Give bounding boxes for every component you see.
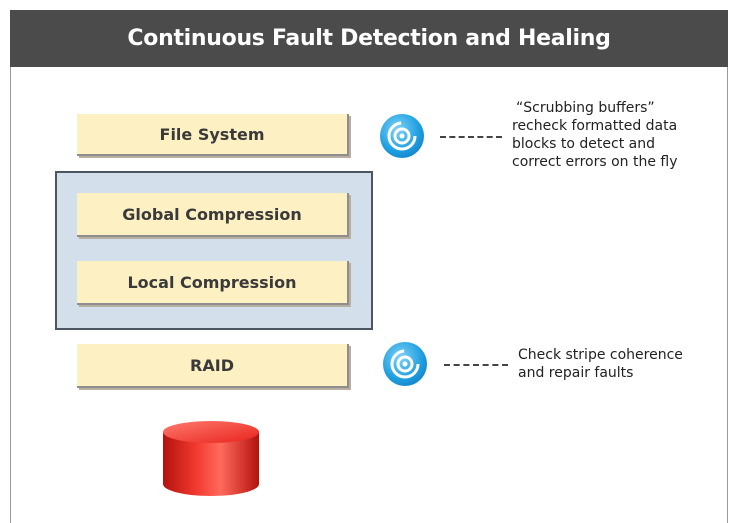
- scrubbing-connector: [440, 136, 502, 138]
- global-compression-label: Global Compression: [122, 204, 302, 224]
- diagram-frame: [10, 10, 728, 523]
- diagram-title: Continuous Fault Detection and Healing: [10, 10, 728, 67]
- raid-note-line-2: and repair faults: [518, 365, 634, 381]
- global-compression-layer: Global Compression: [77, 193, 349, 237]
- scrubbing-note: “Scrubbing buffers” recheck formatted da…: [512, 99, 722, 171]
- scrubbing-note-line-3: blocks to detect and: [512, 136, 655, 152]
- disk-cylinder-icon: [163, 421, 259, 496]
- local-compression-layer: Local Compression: [77, 261, 349, 305]
- raid-label: RAID: [190, 355, 234, 375]
- raid-connector: [444, 364, 508, 366]
- file-system-label: File System: [159, 124, 265, 144]
- file-system-layer: File System: [77, 114, 349, 156]
- raid-layer: RAID: [77, 344, 349, 388]
- scrubbing-note-line-1: “Scrubbing buffers”: [516, 100, 655, 116]
- scrubbing-note-line-4: correct errors on the fly: [512, 154, 678, 170]
- raid-cycle-glyph: [390, 349, 420, 379]
- raid-note: Check stripe coherence and repair faults: [518, 346, 718, 382]
- raid-cycle-icon: [383, 342, 427, 386]
- scrub-cycle-glyph: [387, 121, 417, 151]
- scrubbing-note-line-2: recheck formatted data: [512, 118, 678, 134]
- raid-note-line-1: Check stripe coherence: [518, 347, 683, 363]
- scrub-cycle-icon: [380, 114, 424, 158]
- local-compression-label: Local Compression: [127, 272, 297, 292]
